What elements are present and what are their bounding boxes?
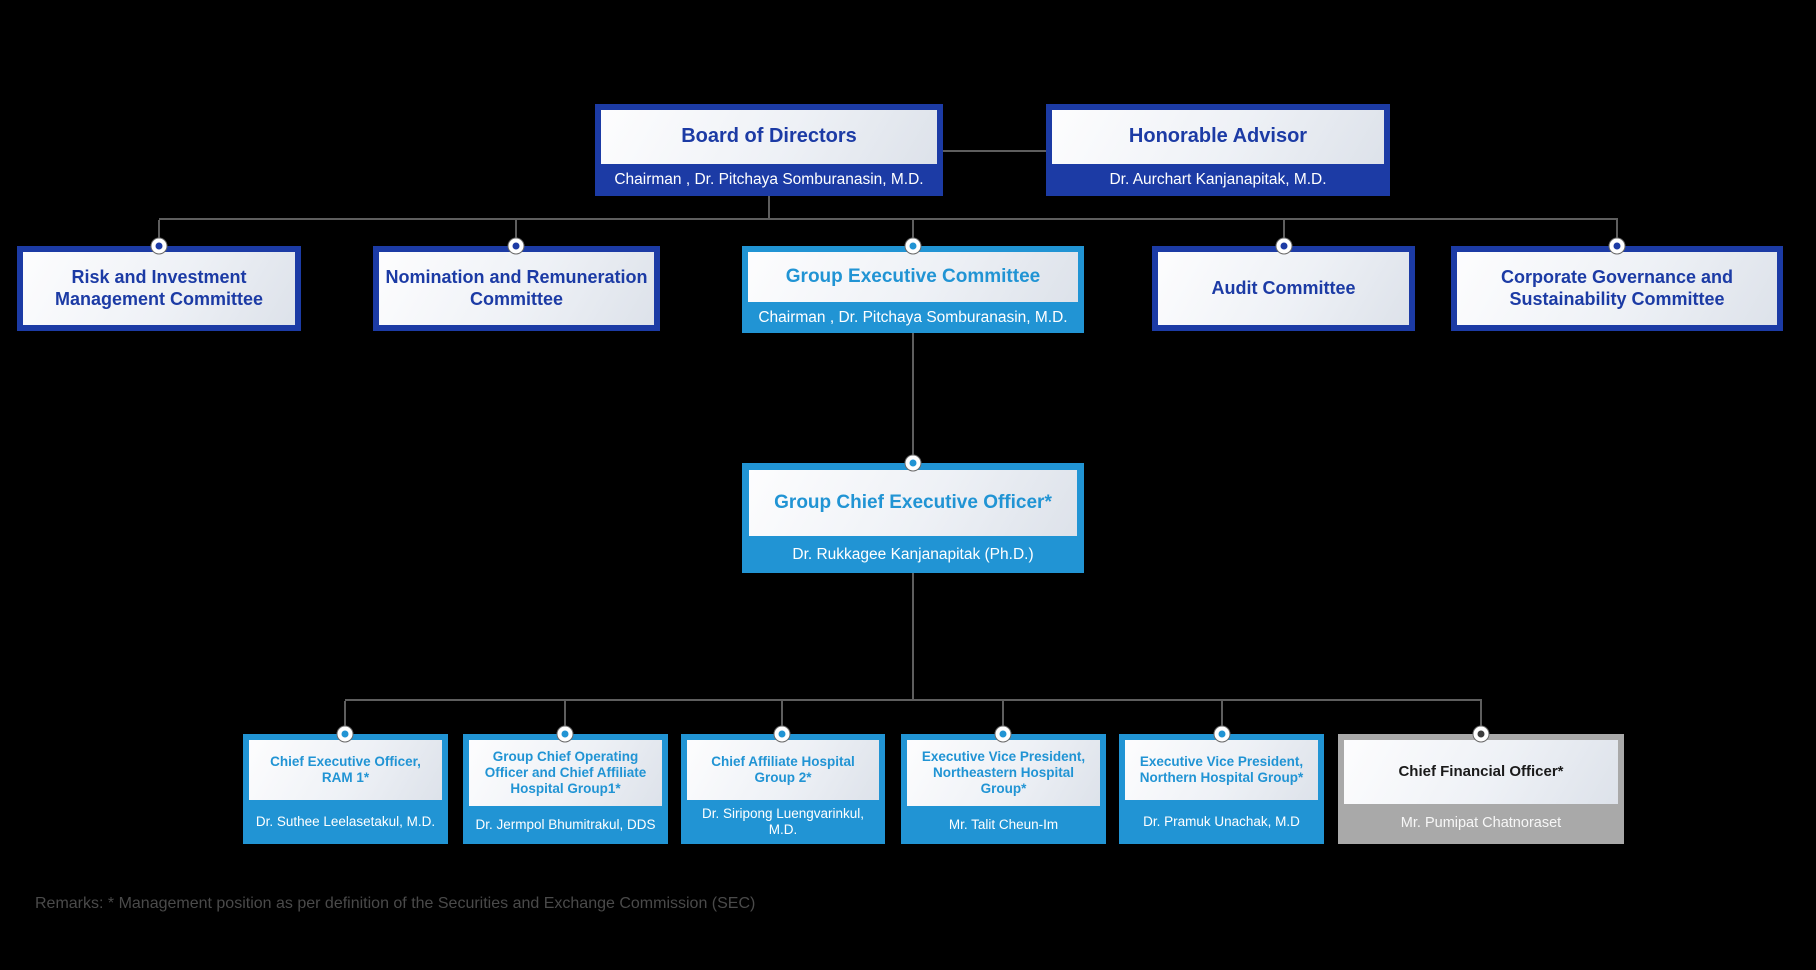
connector-drop-risk xyxy=(158,220,160,246)
connector-drop-exec-2 xyxy=(564,701,566,734)
node-title: Group Executive Committee xyxy=(785,265,1041,287)
node-title: Chief Executive Officer, RAM 1* xyxy=(270,754,421,785)
node-person: Dr. Pramuk Unachak, M.D xyxy=(1143,813,1300,829)
node-title: Board of Directors xyxy=(681,125,857,148)
connector-drop-exec-5 xyxy=(1221,701,1223,734)
node-title-panel: Risk and Investment Management Committee xyxy=(23,252,295,325)
node-title-panel: Group Chief Operating Officer and Chief … xyxy=(469,740,662,806)
connector-bus-executives xyxy=(345,699,1482,701)
node-honorable-advisor: Honorable Advisor Dr. Aurchart Kanjanapi… xyxy=(1046,104,1390,196)
connector-dot-governance xyxy=(1608,237,1626,255)
connector-dot-exec-5 xyxy=(1213,725,1231,743)
node-title-panel: Chief Financial Officer* xyxy=(1344,740,1618,804)
node-nomination-committee: Nomination and Remuneration Committee xyxy=(373,246,660,331)
node-title-panel: Chief Affiliate Hospital Group 2* xyxy=(687,740,879,800)
node-evp-northeastern: Executive Vice President, Northeastern H… xyxy=(901,734,1106,844)
node-risk-committee: Risk and Investment Management Committee xyxy=(17,246,301,331)
node-title: Group Chief Executive Officer* xyxy=(774,491,1052,513)
node-person: Mr. Talit Cheun-Im xyxy=(948,816,1059,832)
remarks-text: Remarks: * Management position as per de… xyxy=(35,895,756,912)
connector-dot-audit xyxy=(1275,237,1293,255)
connector-dot-group-exec xyxy=(904,237,922,255)
connector-dot-nomination xyxy=(507,237,525,255)
node-title: Executive Vice President, Northeastern H… xyxy=(921,749,1086,796)
connector-drop-exec-1 xyxy=(344,701,346,734)
connector-dot-exec-2 xyxy=(556,725,574,743)
connector-drop-nomination xyxy=(515,220,517,246)
node-title: Executive Vice President, Northern Hospi… xyxy=(1139,754,1304,785)
node-title: Corporate Governance and Sustainability … xyxy=(1500,267,1734,309)
node-title: Nomination and Remuneration Committee xyxy=(385,267,648,309)
node-title: Chief Financial Officer* xyxy=(1398,763,1564,781)
node-title-panel: Audit Committee xyxy=(1158,252,1409,325)
node-title-panel: Group Executive Committee xyxy=(748,252,1078,302)
connector-dot-exec-6 xyxy=(1472,725,1490,743)
node-group-ceo: Group Chief Executive Officer* Dr. Rukka… xyxy=(742,463,1084,573)
node-person: Dr. Jermpol Bhumitrakul, DDS xyxy=(475,816,656,832)
node-title-panel: Nomination and Remuneration Committee xyxy=(379,252,654,325)
node-person: Mr. Pumipat Chatnoraset xyxy=(1400,815,1562,832)
connector-drop-audit xyxy=(1283,220,1285,246)
node-cfo: Chief Financial Officer* Mr. Pumipat Cha… xyxy=(1338,734,1624,844)
node-title-panel: Honorable Advisor xyxy=(1052,110,1384,164)
node-person: Chairman , Dr. Pitchaya Somburanasin, M.… xyxy=(758,308,1068,326)
connector-board-advisor xyxy=(943,150,1046,152)
node-title: Chief Affiliate Hospital Group 2* xyxy=(711,754,855,785)
node-evp-northern: Executive Vice President, Northern Hospi… xyxy=(1119,734,1324,844)
node-governance-committee: Corporate Governance and Sustainability … xyxy=(1451,246,1783,331)
node-title: Group Chief Operating Officer and Chief … xyxy=(484,749,647,796)
node-title: Risk and Investment Management Committee xyxy=(54,267,264,309)
connector-dot-gceo xyxy=(904,454,922,472)
node-title-panel: Corporate Governance and Sustainability … xyxy=(1457,252,1777,325)
node-person: Dr. Suthee Leelasetakul, M.D. xyxy=(255,813,436,829)
connector-groupexec-gceo xyxy=(912,333,914,463)
node-person: Chairman , Dr. Pitchaya Somburanasin, M.… xyxy=(614,171,924,188)
node-group-coo: Group Chief Operating Officer and Chief … xyxy=(463,734,668,844)
connector-drop-governance xyxy=(1616,220,1618,246)
connector-dot-risk xyxy=(150,237,168,255)
connector-bus-committees xyxy=(159,218,1618,220)
node-title-panel: Board of Directors xyxy=(601,110,937,164)
node-title-panel: Executive Vice President, Northern Hospi… xyxy=(1125,740,1318,800)
node-person: Dr. Siripong Luengvarinkul, M.D. xyxy=(701,805,865,837)
node-group-executive-committee: Group Executive Committee Chairman , Dr.… xyxy=(742,246,1084,333)
connector-drop-exec-4 xyxy=(1002,701,1004,734)
connector-drop-group-exec xyxy=(912,220,914,246)
node-board-of-directors: Board of Directors Chairman , Dr. Pitcha… xyxy=(595,104,943,196)
connector-dot-exec-1 xyxy=(336,725,354,743)
node-title-panel: Chief Executive Officer, RAM 1* xyxy=(249,740,442,800)
node-title: Audit Committee xyxy=(1211,277,1356,298)
node-person: Dr. Aurchart Kanjanapitak, M.D. xyxy=(1109,171,1327,188)
connector-board-drop xyxy=(768,196,770,220)
node-title-panel: Group Chief Executive Officer* xyxy=(749,470,1077,536)
connector-drop-exec-3 xyxy=(781,701,783,734)
node-audit-committee: Audit Committee xyxy=(1152,246,1415,331)
node-person: Dr. Rukkagee Kanjanapitak (Ph.D.) xyxy=(792,545,1034,563)
node-ceo-ram1: Chief Executive Officer, RAM 1* Dr. Suth… xyxy=(243,734,448,844)
node-title: Honorable Advisor xyxy=(1128,125,1308,148)
node-title-panel: Executive Vice President, Northeastern H… xyxy=(907,740,1100,806)
node-chief-affiliate-group2: Chief Affiliate Hospital Group 2* Dr. Si… xyxy=(681,734,885,844)
connector-gceo-drop xyxy=(912,573,914,700)
connector-dot-exec-3 xyxy=(773,725,791,743)
connector-dot-exec-4 xyxy=(994,725,1012,743)
connector-drop-exec-6 xyxy=(1480,701,1482,734)
